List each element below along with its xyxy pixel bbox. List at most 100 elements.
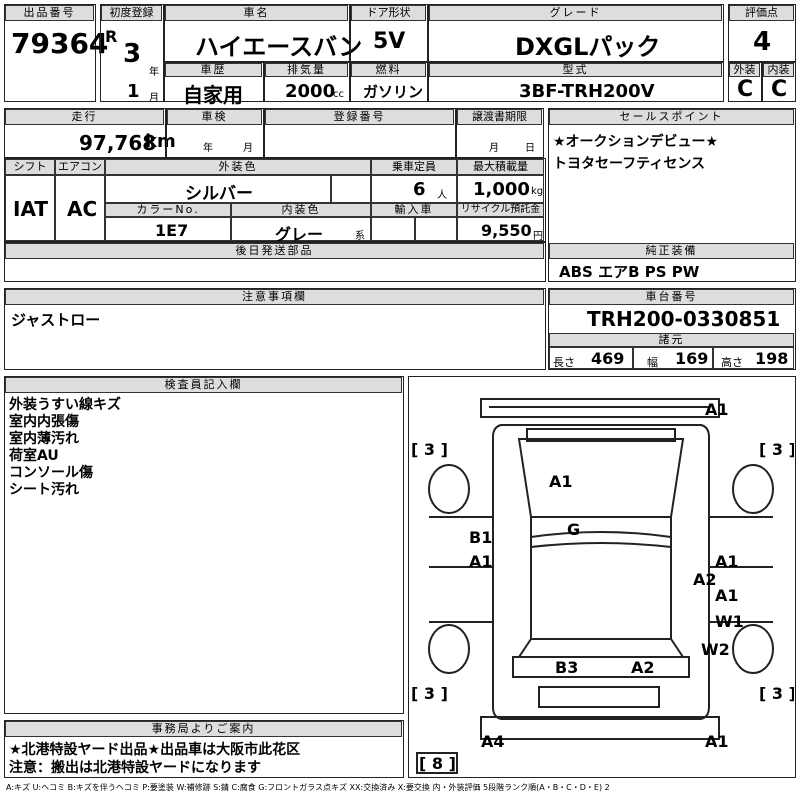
- legend: A:キズ U:ヘコミ B:キズを伴うヘコミ P:要塗装 W:補修跡 S:錆 C:…: [6, 783, 610, 792]
- month-value: 1: [127, 81, 140, 102]
- body-outline: [492, 424, 710, 720]
- inspector-label: 検査員記入欄: [5, 377, 402, 393]
- displacement-section: 排気量 2000 cc: [264, 62, 350, 102]
- int-color-cell: [231, 217, 371, 241]
- kei-unit: 系: [355, 231, 365, 242]
- tire-front-left: [428, 464, 470, 514]
- model-label: 型式: [429, 63, 722, 77]
- displacement-value: 2000: [285, 81, 336, 102]
- height-unit: 高さ: [721, 356, 743, 369]
- kg-unit: kg: [531, 186, 544, 197]
- mark-left-upper-1: B1: [469, 528, 492, 547]
- ext-color-value: シルバー: [185, 184, 253, 204]
- equipment-value: ABS エアB PS PW: [559, 263, 700, 281]
- spec-grid: シフト エアコン 外装色 乗車定員 最大積載量 IAT AC シルバー 6 人 …: [4, 158, 546, 244]
- ext-grade-section: 外装 C: [728, 62, 762, 102]
- interior-label: 内装: [763, 63, 794, 77]
- displacement-label: 排気量: [265, 63, 348, 77]
- spare-box: [416, 752, 458, 774]
- inspector-note-2: 室内内張傷: [9, 414, 79, 430]
- chassis-label: 車台番号: [549, 289, 794, 305]
- year-value: 3: [123, 39, 142, 69]
- office-section: 事務局よりご案内 ★北港特設ヤード出品★出品車は大阪市此花区 注意：搬出は北港特…: [4, 720, 404, 778]
- inspection-section: 車検 年 月: [166, 108, 264, 158]
- aircon-label: エアコン: [55, 159, 105, 175]
- mileage-section: 走行 97,768 km: [4, 108, 176, 158]
- width-unit: 幅: [647, 356, 658, 369]
- mark-bottom-right: A1: [705, 732, 729, 751]
- lot-no-value: 79364: [11, 27, 109, 60]
- people-unit: 人: [437, 190, 447, 201]
- width-cell: [633, 347, 713, 369]
- transfer-day-unit: 日: [525, 143, 535, 154]
- mark-right-3: A1: [715, 586, 739, 605]
- first-reg-section: 初度登録 R 3 年 1 月: [100, 4, 164, 104]
- shift-cell: [5, 175, 55, 241]
- mileage-label: 走行: [5, 109, 164, 125]
- lot-section: 出品番号 79364: [4, 4, 108, 102]
- front-bumper: [480, 398, 720, 418]
- genuine-label: 純正装備: [549, 243, 794, 259]
- inspector-note-5: コンソール傷: [9, 465, 93, 481]
- ext-color-cell-2: [331, 175, 371, 203]
- mark-roof: G: [567, 520, 580, 539]
- score-section: 評価点 4: [728, 4, 796, 62]
- capacity-label: 乗車定員: [371, 159, 457, 175]
- office-note-2: 注意：搬出は北港特設ヤードになります: [9, 760, 261, 776]
- specs-label: 諸元: [549, 333, 794, 347]
- inspector-note-3: 室内薄汚れ: [9, 431, 79, 447]
- mileage-value: 97,768: [79, 131, 157, 155]
- width-value: 169: [675, 349, 709, 368]
- later-parts-label: 後日発送部品: [5, 243, 544, 259]
- color-no-label: カラーNo.: [105, 203, 231, 217]
- selling-label: セールスポイント: [549, 109, 794, 125]
- tire-fl-count: [ 3 ]: [411, 440, 448, 459]
- notes-value: ジャストロー: [11, 311, 101, 329]
- left-side: [429, 516, 493, 623]
- tire-rear-left: [428, 624, 470, 674]
- inspector-note-1: 外装うすい線キズ: [9, 397, 121, 413]
- vehicle-diagram-section: A1 A1 G B1 A1 A1 A2 A1 W1 W2 B3 A2 A4 A1…: [408, 376, 796, 778]
- model-value: 3BF-TRH200V: [519, 81, 655, 102]
- inspector-note-4: 荷室AU: [9, 448, 59, 464]
- max-load-label: 最大積載量: [457, 159, 544, 175]
- notes-section: 注意事項欄 ジャストロー: [4, 288, 546, 370]
- recycle-cell: [457, 217, 544, 241]
- mark-top-right: A1: [705, 400, 729, 419]
- length-unit: 長さ: [553, 356, 575, 369]
- ext-color-label: 外装色: [105, 159, 371, 175]
- inspection-label: 車検: [167, 109, 262, 125]
- grade-label: グレード: [429, 5, 722, 21]
- int-color-value: グレー: [275, 225, 324, 244]
- import-label: 輸入車: [371, 203, 457, 217]
- yen-unit: 円: [533, 231, 543, 242]
- mark-bottom-left: A4: [481, 732, 505, 751]
- mark-left-upper-2: A1: [469, 552, 493, 571]
- door-value: 5V: [373, 29, 406, 54]
- height-value: 198: [755, 349, 789, 368]
- tire-front-right: [732, 464, 774, 514]
- notes-label: 注意事項欄: [5, 289, 544, 305]
- exterior-label: 外装: [729, 63, 760, 77]
- fuel-section: 燃料 ガソリン: [350, 62, 428, 102]
- first-reg-label: 初度登録: [101, 5, 162, 21]
- office-label: 事務局よりご案内: [5, 721, 402, 737]
- transfer-month-unit: 月: [489, 143, 499, 154]
- grade-value: DXGLパック: [515, 33, 661, 61]
- inspector-note-6: シート汚れ: [9, 482, 79, 498]
- transfer-label: 譲渡書期限: [457, 109, 542, 125]
- lower-bumper: [480, 716, 720, 740]
- mark-right-4: W1: [715, 612, 744, 631]
- fuel-value: ガソリン: [363, 83, 424, 101]
- tire-rr-count: [ 3 ]: [759, 684, 794, 703]
- chassis-section: 車台番号 TRH200-0330851 諸元 長さ 469 幅 169 高さ 1…: [548, 288, 796, 370]
- capacity-cell: [371, 175, 457, 203]
- inspector-section: 検査員記入欄 外装うすい線キズ 室内内張傷 室内薄汚れ 荷室AU コンソール傷 …: [4, 376, 404, 714]
- shift-value: IAT: [13, 197, 49, 221]
- aircon-cell: [55, 175, 105, 241]
- month-unit: 月: [149, 93, 159, 104]
- rear-window: [517, 638, 685, 658]
- tire-rear-right: [732, 624, 774, 674]
- import-cell-2: [415, 217, 457, 241]
- windshield: [517, 438, 685, 518]
